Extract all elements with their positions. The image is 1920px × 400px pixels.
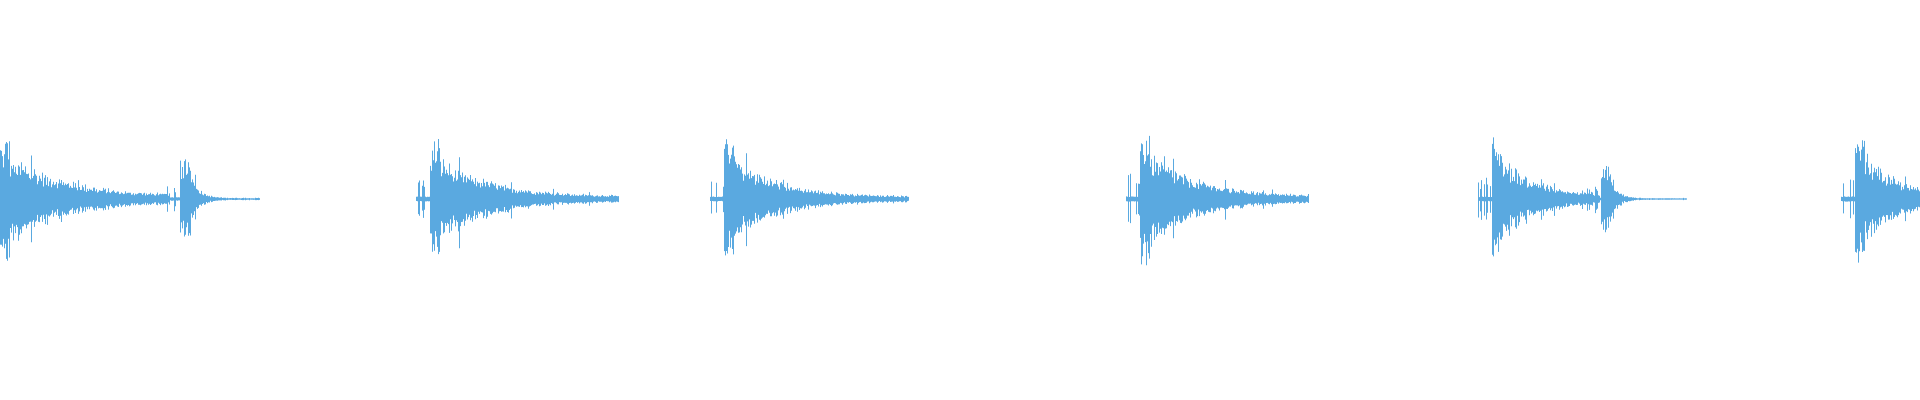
waveform-trace <box>0 135 1920 266</box>
